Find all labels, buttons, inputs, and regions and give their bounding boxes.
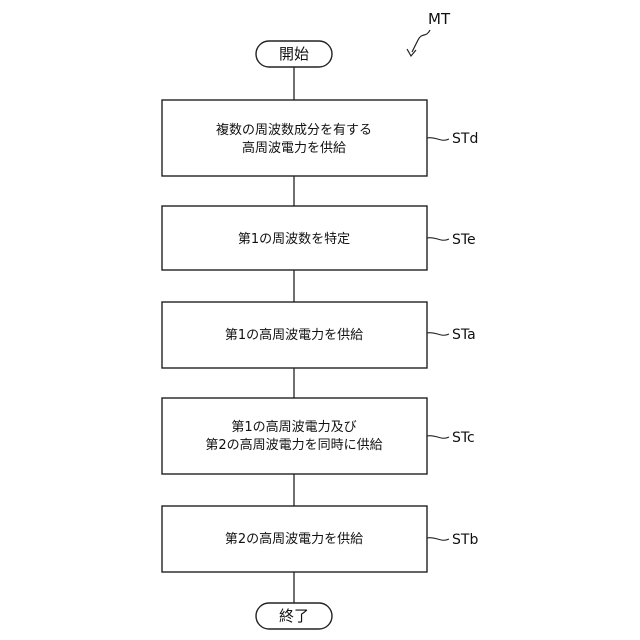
step-box-stc (162, 398, 427, 474)
step-text-std-line2: 高周波電力を供給 (242, 140, 346, 156)
step-label-sta: STa (452, 327, 476, 343)
step-text-sta: 第1の高周波電力を供給 (225, 327, 363, 343)
leader-std (427, 138, 449, 141)
leader-sta (427, 333, 449, 336)
end-label: 終了 (279, 607, 309, 625)
step-label-stc: STc (452, 430, 475, 446)
step-text-stc-line2: 第2の高周波電力を同時に供給 (205, 437, 382, 453)
step-label-ste: STe (452, 232, 476, 248)
step-label-std: STd (452, 131, 478, 147)
step-label-stb: STb (452, 532, 478, 548)
step-text-stb: 第2の高周波電力を供給 (225, 531, 363, 547)
figure-label: MT (428, 10, 451, 28)
step-text-ste: 第1の周波数を特定 (238, 232, 350, 247)
leader-ste (427, 238, 449, 241)
step-box-std (162, 100, 427, 176)
step-text-stc-line1: 第1の高周波電力及び (231, 419, 356, 435)
leader-stc (427, 436, 449, 439)
start-label: 開始 (279, 45, 309, 63)
figure-pointer-arrowhead (407, 49, 416, 56)
leader-stb (427, 538, 449, 541)
step-text-std-line1: 複数の周波数成分を有する (216, 122, 372, 138)
figure-pointer-arrow (412, 30, 430, 52)
